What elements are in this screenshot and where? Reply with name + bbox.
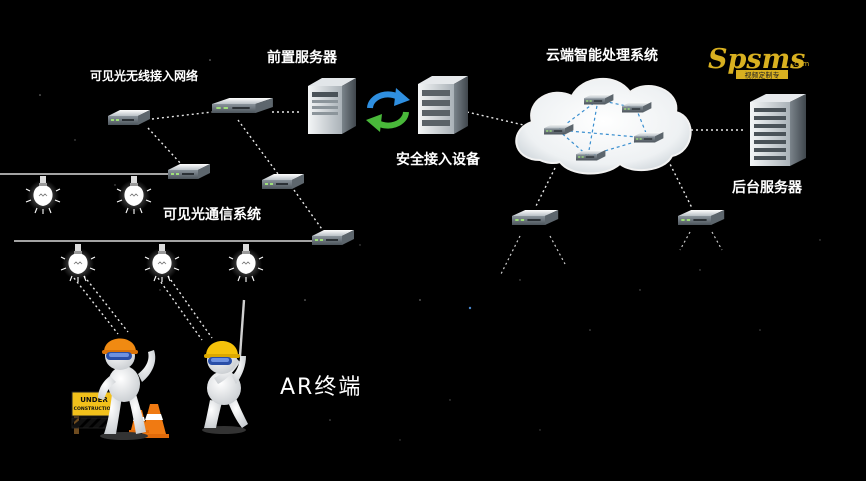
logo-tagline: 视频定制专	[745, 71, 780, 80]
connection-links	[73, 111, 744, 341]
backend-server-icon	[750, 94, 806, 166]
brand-logo: Spsms .com 视频定制专	[708, 44, 809, 80]
link-figure-1-to-bulb	[83, 275, 129, 333]
ar-terminal-figure-worker	[98, 338, 156, 440]
link-device-right-down-b	[711, 231, 723, 251]
traffic-cone-icon	[139, 404, 169, 438]
label-vlc-network: 可见光无线接入网络	[90, 68, 198, 83]
label-ar-terminal: AR终端	[280, 375, 362, 400]
starfield	[39, 59, 821, 441]
logo-domain: .com	[792, 60, 809, 68]
link-device-2-to-device-3	[293, 189, 325, 233]
link-cloud-to-device-right	[667, 159, 693, 209]
logo-brand: Spsms	[708, 44, 805, 75]
sign-line-1: UNDER	[80, 396, 108, 404]
security-access-device-icon	[418, 76, 468, 134]
label-backend-server: 后台服务器	[732, 179, 803, 196]
label-cloud-system: 云端智能处理系统	[546, 47, 658, 64]
link-switch-to-device-2	[237, 119, 279, 175]
front-server-icon	[308, 78, 356, 134]
link-bulb-to-figure-1	[73, 277, 119, 335]
ar-terminal-figure-golfer	[202, 299, 248, 434]
cloud-icon	[515, 78, 692, 175]
link-vlc-to-switch	[151, 111, 213, 120]
link-security-to-cloud	[466, 111, 529, 127]
link-vlc-to-device-1	[147, 127, 183, 166]
label-vlc-system: 可见光通信系统	[163, 206, 261, 223]
sync-arrows-icon	[366, 88, 410, 132]
label-security-device: 安全接入设备	[396, 151, 481, 168]
link-device-left-down-b	[549, 235, 566, 265]
label-front-server: 前置服务器	[267, 49, 338, 66]
sign-line-2: CONSTRUCTION	[74, 406, 115, 412]
link-device-right-down-a	[679, 231, 691, 251]
